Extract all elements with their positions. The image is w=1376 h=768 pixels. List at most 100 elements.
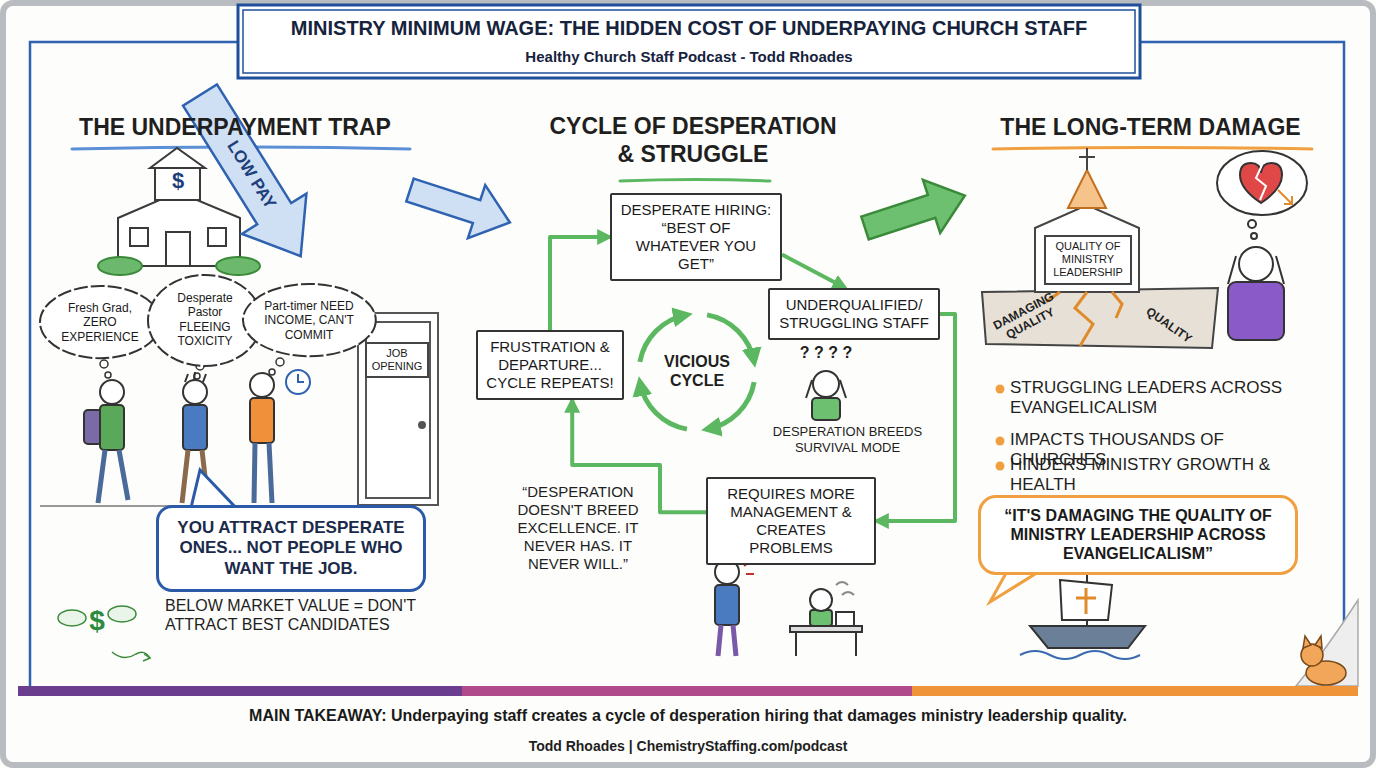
church-icon: [208, 228, 226, 246]
confused-person: [806, 371, 846, 420]
credit-text: Todd Rhoades | ChemistryStaffing.com/pod…: [10, 738, 1366, 755]
thought-bubble: Desperate Pastor FLEEING TOXICITY: [156, 282, 254, 358]
section-arrow: [856, 169, 973, 255]
job-seekers: [254, 443, 272, 503]
heartbreak-thought: [1278, 190, 1292, 204]
door: [358, 313, 438, 505]
heartbreak-thought: [1217, 151, 1307, 239]
note-text-holder: DESPERATION BREEDS SURVIVAL MODE: [760, 424, 935, 455]
sign-box: JOB OPENING: [365, 342, 429, 378]
confused-person: [812, 398, 840, 420]
stressed-staff: [836, 582, 854, 595]
stressed-staff: [810, 610, 832, 626]
job-seekers: [185, 372, 206, 382]
heartbreak-thought: [1251, 233, 1257, 239]
damaged-church: [982, 288, 1218, 348]
bullet-text: HINDERS MINISTRY GROWTH & HEALTH: [1010, 455, 1310, 496]
dollar-sign: $: [82, 604, 112, 638]
church-icon: [155, 166, 200, 200]
church-icon: [98, 257, 142, 275]
bullet-dots: [996, 385, 1005, 471]
process-box: FRUSTRATION & DEPARTURE... CYCLE REPEATS…: [476, 330, 624, 400]
job-seekers: [298, 374, 304, 382]
stressed-staff: [715, 560, 862, 656]
quote-text-holder: “DESPERATION DOESN'T BREED EXCELLENCE. I…: [498, 483, 658, 573]
bullet-text-holder: STRUGGLING LEADERS ACROSS EVANGELICALISM: [1010, 378, 1310, 419]
confused-person: [813, 371, 839, 397]
bullet-text: STRUGGLING LEADERS ACROSS EVANGELICALISM: [1010, 378, 1310, 419]
node-text: Fresh Grad, ZERO EXPERIENCE: [56, 301, 144, 344]
thought-bubble: Part-timer NEED INCOME, CAN'T COMMIT: [252, 290, 366, 351]
sinking-ship: [1060, 580, 1112, 620]
heartbreak-thought: [1217, 151, 1307, 215]
node-text: DESPERATE HIRING: “BEST OF WHATEVER YOU …: [618, 201, 774, 273]
title-text-holder: MINISTRY MINIMUM WAGE: THE HIDDEN COST O…: [238, 16, 1140, 40]
thought-bubble: Fresh Grad, ZERO EXPERIENCE: [48, 292, 152, 353]
church-icon: [150, 148, 205, 168]
damaged-church: [1079, 148, 1095, 170]
question-marks: ? ? ? ?: [790, 343, 862, 362]
thought-dots: [276, 358, 284, 366]
stressed-staff: [836, 612, 854, 626]
stressed-staff: [715, 585, 739, 625]
damaged-church: [1068, 170, 1106, 208]
heartbreak-thought: [1256, 165, 1266, 200]
door: [366, 322, 430, 498]
stressed-staff: [718, 625, 736, 656]
process-box: DESPERATE HIRING: “BEST OF WHATEVER YOU …: [610, 193, 782, 281]
damaged-church: [1046, 292, 1122, 346]
cycle-arrow: [876, 314, 955, 521]
cat: [1303, 636, 1311, 648]
cycle-ring: [640, 315, 754, 429]
board-frame: [3, 3, 1373, 765]
section-heading: THE LONG-TERM DAMAGE: [978, 114, 1323, 142]
sinking-ship: [1030, 626, 1145, 648]
thought-dots: [100, 360, 108, 368]
worried-person: [1228, 247, 1284, 340]
caption-text: MAIN TAKEAWAY: Underpaying staff creates…: [10, 706, 1366, 725]
worried-person: [1239, 247, 1273, 281]
subtitle: Healthy Church Staff Podcast - Todd Rhoa…: [238, 48, 1140, 66]
heading-underline: [993, 148, 1312, 150]
crack-label: DAMAGING QUALITY: [988, 287, 1067, 347]
node-text: Part-timer NEED INCOME, CAN'T COMMIT: [260, 299, 358, 342]
flying-money: [58, 610, 86, 626]
cycle-label-holder: VICIOUS CYCLE: [651, 352, 743, 390]
page-curl: [1296, 600, 1358, 686]
node-text: Desperate Pastor FLEEING TOXICITY: [164, 291, 246, 349]
church-icon: [166, 232, 190, 266]
node-text: FRUSTRATION & DEPARTURE... CYCLE REPEATS…: [484, 338, 616, 392]
speech-bubble: YOU ATTRACT DESPERATE ONES... NOT PEOPLE…: [156, 505, 426, 592]
sinking-ship: [1020, 651, 1140, 659]
cycle-label: VICIOUS CYCLE: [651, 352, 743, 390]
sinking-ship: [1076, 588, 1096, 614]
heartbreak-thought: [1248, 220, 1256, 228]
worried-person: [1228, 282, 1284, 340]
node-text: UNDERQUALIFIED/ STRUGGLING STAFF: [776, 296, 932, 332]
dollar-sign-holder: $: [82, 604, 112, 638]
node-text: “IT'S DAMAGING THE QUALITY OF MINISTRY L…: [991, 506, 1285, 564]
node-text: REQUIRES MORE MANAGEMENT & CREATES PROBL…: [714, 485, 868, 557]
flying-money: [108, 606, 136, 622]
cycle-arrow: [782, 255, 845, 288]
job-seekers: [100, 380, 124, 404]
title-frame: [238, 5, 1140, 78]
worried-person: [1228, 256, 1284, 284]
footer-bar: [18, 686, 1358, 696]
door: [419, 422, 425, 428]
thought-dots: [105, 372, 111, 378]
bullet-dots: [996, 462, 1005, 471]
cat: [1301, 636, 1346, 685]
dollar-sign: $: [163, 168, 193, 194]
cycle-arrow: [550, 237, 610, 330]
section-arrow: [401, 163, 518, 249]
job-seekers: [100, 405, 124, 450]
church-icon: [216, 257, 260, 275]
section-heading-holder: THE LONG-TERM DAMAGE: [978, 114, 1323, 142]
node-text: QUALITY OF MINISTRY LEADERSHIP: [1049, 240, 1127, 280]
quote-text: “DESPERATION DOESN'T BREED EXCELLENCE. I…: [498, 483, 658, 573]
section-arrow: [856, 169, 973, 255]
bullet-dots: [996, 385, 1005, 394]
bullet-text-holder: HINDERS MINISTRY GROWTH & HEALTH: [1010, 455, 1310, 496]
